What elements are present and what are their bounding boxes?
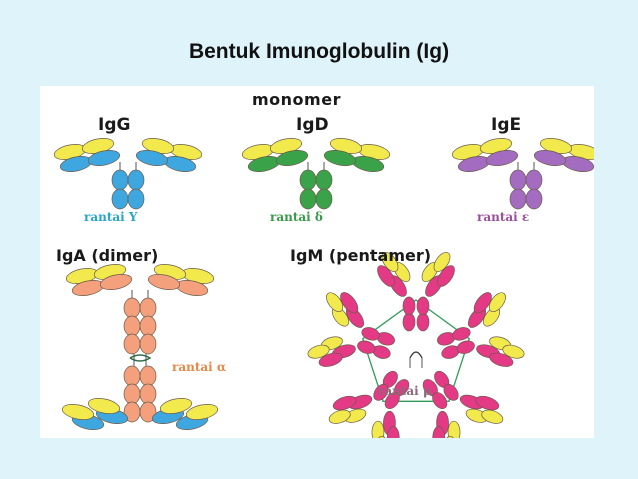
iga-label: IgA (dimer) [56,246,159,265]
igm-sub0-fc0-l [402,312,416,332]
igm-sub2-fc1-l [443,383,459,401]
igg-fc-lower-left [111,188,129,210]
iga-upper-fc-right-0 [139,297,157,319]
monomer-heading: monomer [252,90,341,109]
igg-fc-upper-left [111,169,129,191]
igm-sub0-fc1-r [416,296,430,316]
igm-sub3-fc1-r [373,383,389,401]
igm-sub2-light-outer-l [481,409,504,424]
iga-upper-fc-right-1 [139,315,157,337]
igd-fc-lower-left [299,188,317,210]
igd-heavy-arm-inner-right [323,150,357,166]
igd-heavy-arm-inner-left [275,150,309,166]
iga-bottom-light-inner-right [159,398,193,414]
iga-top-heavy-inner-left [99,274,133,290]
igm-sub2-fc1-r [432,392,448,410]
igg-heavy-arm-inner-left [87,150,121,166]
igm-sub1-fc1-r [456,340,475,354]
slide-title: Bentuk Imunoglobulin (Ig) [188,40,450,63]
iga-bottom-light-outer-right [185,404,219,420]
igm-sub2-heavy-arm-outer-r [432,426,446,438]
igg-chain-label: rantai Υ [84,210,138,224]
ige-fc-lower-right [525,188,543,210]
igg-heavy-arm-inner-right [135,150,169,166]
igm-sub0-heavy-arm-outer-r [437,265,455,287]
ige-label: IgE [491,115,522,135]
igm-sub4-fc1-r [361,327,380,341]
ige-heavy-arm-inner-right [533,150,567,166]
iga-upper-fc-left-2 [123,333,141,355]
igm-sub1-light-outer-r [502,344,525,359]
igm-sub0-fc1-l [402,296,416,316]
igd-fc-lower-right [315,188,333,210]
igm-sub4-heavy-arm-outer-r [340,292,359,314]
iga-bottom-light-outer-left [61,404,95,420]
igm-sub3-light-outer-l [375,435,389,438]
iga-upper-fc-left-0 [123,297,141,319]
igm-sub3-light-outer-r [328,409,351,424]
igm-sub2-light-outer-r [443,435,457,438]
igm-label: IgM (pentamer) [290,246,432,265]
igm-sub2-heavy-arm-outer-l [475,395,500,411]
iga-j-chain [129,354,152,362]
igm-sub0-fc0-r [416,312,430,332]
igm-sub2-light-inner-r [447,420,461,438]
igm-sub1-light-outer-l [488,292,506,313]
igg-fc-upper-right [127,169,145,191]
igm-sub4-fc1-l [357,340,376,354]
igd-fc-upper-left [299,169,317,191]
igg-label: IgG [98,115,131,135]
igm-sub1-heavy-arm-outer-l [473,292,492,314]
igm-sub4-heavy-arm-outer-l [318,352,343,367]
iga-lower-fc-right-0 [139,365,157,387]
ige-chain-label: rantai ε [477,210,530,224]
iga-lower-fc-left-1 [123,383,141,405]
ige-fc-upper-left [509,169,527,191]
iga-upper-fc-left-1 [123,315,141,337]
igd-chain-label: rantai δ [270,210,323,224]
igm-sub0-light-outer-r [433,252,451,272]
iga-lower-fc-left-0 [123,365,141,387]
igm-sub3-heavy-arm-outer-r [332,395,357,411]
iga-upper-fc-right-2 [139,333,157,355]
iga-lower-fc-right-1 [139,383,157,405]
iga-bottom-light-inner-left [87,398,121,414]
igm-sub1-heavy-arm-outer-r [489,352,514,367]
igm-sub3-light-inner-l [371,420,385,438]
iga-top-heavy-inner-right [147,274,181,290]
immunoglobulin-diagram [53,138,594,438]
ige-fc-upper-right [525,169,543,191]
ige-heavy-arm-inner-left [485,150,519,166]
ige-fc-lower-left [509,188,527,210]
iga-lower-fc-right-2 [139,401,157,423]
igm-j-chain [409,351,423,359]
igg-fc-lower-right [127,188,145,210]
igm-sub3-heavy-arm-outer-l [386,426,400,438]
igm-sub4-light-outer-l [307,344,330,359]
igd-label: IgD [296,115,329,135]
igm-sub1-fc1-l [452,327,471,341]
igm-sub3-fc1-l [384,392,400,410]
diagram-panel: monomer IgG IgD IgE IgA (dimer) IgM (pen… [40,86,594,438]
iga-chain-label: rantai α [172,360,227,374]
igm-sub4-light-outer-r [326,292,344,313]
igm-sub0-heavy-arm-outer-l [377,265,395,287]
igm-chain-label: rantai μ [378,384,432,398]
igm-sub0-light-outer-l [381,252,399,272]
igd-fc-upper-right [315,169,333,191]
